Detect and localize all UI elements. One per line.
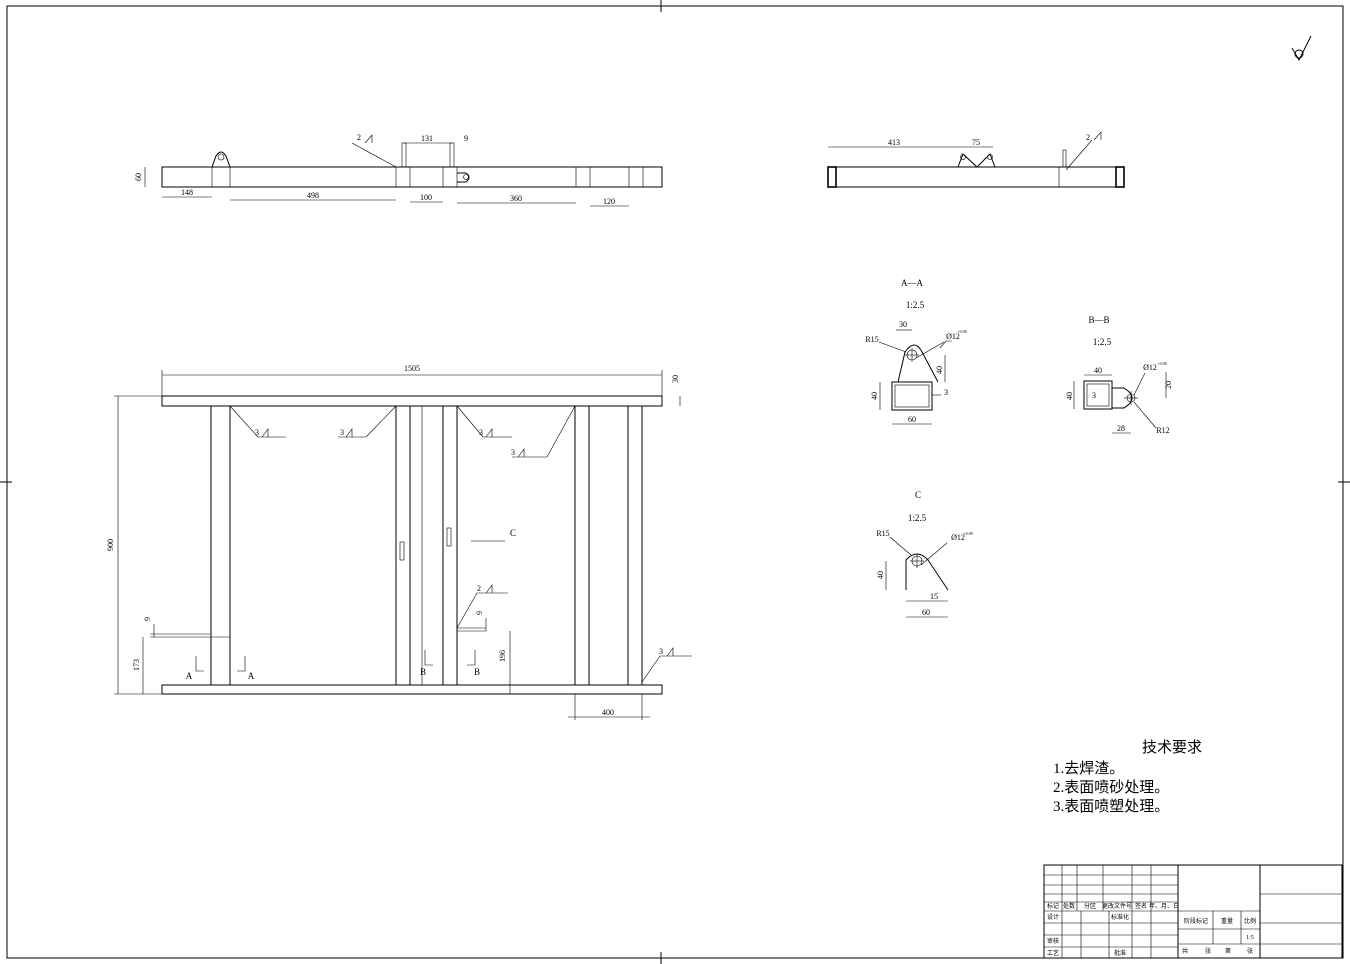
weld-front-4: 3 bbox=[511, 448, 515, 457]
section-a-a-title: A—A bbox=[901, 278, 923, 288]
dim-c-r15: R15 bbox=[876, 529, 889, 538]
dim-front-height: 900 bbox=[106, 539, 115, 551]
dim-c-15: 15 bbox=[930, 592, 938, 601]
tb-total: 共 bbox=[1182, 947, 1188, 955]
tb-zone: 分区 bbox=[1084, 902, 1096, 910]
section-a-a-scale: 1:2.5 bbox=[906, 300, 925, 310]
dim-top-498: 498 bbox=[307, 191, 319, 200]
weld-front-2: 3 bbox=[340, 428, 344, 437]
dim-bb-20: 20 bbox=[1164, 381, 1173, 389]
surface-finish-icon bbox=[1291, 35, 1312, 62]
detail-c: C 1:2.5 R15 Ø12 +0.08 40 15 60 bbox=[876, 490, 973, 618]
dim-top-131: 131 bbox=[421, 134, 433, 143]
weld-front-5: 2 bbox=[477, 584, 481, 593]
section-b-b-scale: 1:2.5 bbox=[1093, 337, 1112, 347]
dim-front-top-thickness: 30 bbox=[671, 375, 680, 383]
label-c: C bbox=[510, 528, 516, 538]
dim-front-left-173: 173 bbox=[132, 659, 141, 671]
dim-aa-tol: +0.08 bbox=[957, 329, 966, 334]
dim-bb-3: 3 bbox=[1092, 391, 1096, 400]
tb-count: 处数 bbox=[1063, 902, 1075, 910]
dim-bb-40-top: 40 bbox=[1094, 366, 1102, 375]
tb-review: 审核 bbox=[1047, 937, 1059, 945]
requirements-title: 技术要求 bbox=[1142, 739, 1202, 756]
side-view: 413 75 2 bbox=[827, 131, 1125, 188]
dim-front-mid-9: 9 bbox=[475, 611, 484, 615]
tb-approve: 批准 bbox=[1114, 949, 1126, 957]
dim-aa-30: 30 bbox=[899, 320, 907, 329]
tb-ratio: 比例 bbox=[1244, 917, 1256, 925]
dim-bb-40-side: 40 bbox=[1065, 392, 1074, 400]
section-b-b: B—B 1:2.5 40 Ø12 +0.08 20 40 3 28 R12 bbox=[1065, 315, 1173, 435]
dim-front-width: 1505 bbox=[404, 364, 420, 373]
weld-side: 2 bbox=[1086, 133, 1090, 142]
requirement-item: 2.表面喷砂处理。 bbox=[1053, 779, 1169, 796]
tb-stage: 阶段标记 bbox=[1184, 917, 1208, 925]
label-b-right: B bbox=[474, 667, 480, 677]
dim-aa-dia: Ø12 bbox=[946, 332, 960, 341]
dim-bb-tol: +0.08 bbox=[1157, 361, 1166, 366]
dim-c-60: 60 bbox=[922, 608, 930, 617]
requirement-item: 3.表面喷塑处理。 bbox=[1053, 798, 1169, 815]
label-a-right: A bbox=[248, 671, 255, 681]
weld-front-1: 3 bbox=[255, 428, 259, 437]
tb-weight: 重量 bbox=[1221, 917, 1233, 925]
dim-front-bottom-400: 400 bbox=[602, 708, 614, 717]
dim-aa-40-lower: 40 bbox=[870, 392, 879, 400]
dim-bb-28: 28 bbox=[1117, 424, 1125, 433]
front-view: 3 3 3 3 2 3 C A A B B 1505 bbox=[106, 364, 692, 720]
dim-c-dia: Ø12 bbox=[951, 533, 965, 542]
technical-requirements: 技术要求 1.去焊渣。 2.表面喷砂处理。 3.表面喷塑处理。 bbox=[1053, 739, 1202, 815]
tb-process: 工艺 bbox=[1047, 949, 1059, 957]
dim-aa-60: 60 bbox=[908, 415, 916, 424]
dim-top-9: 9 bbox=[464, 134, 468, 143]
tb-sheet: 张 bbox=[1205, 947, 1211, 955]
dim-c-40: 40 bbox=[876, 571, 885, 579]
tb-doc-no: 更改文件号 bbox=[1102, 902, 1132, 910]
tb-page: 第 bbox=[1225, 947, 1231, 955]
requirement-item: 1.去焊渣。 bbox=[1053, 760, 1124, 777]
dim-bb-r12: R12 bbox=[1156, 426, 1169, 435]
label-a-left: A bbox=[186, 671, 193, 681]
section-b-b-title: B—B bbox=[1088, 315, 1109, 325]
weld-top: 2 bbox=[357, 133, 361, 142]
tb-page-sheet: 张 bbox=[1247, 947, 1253, 955]
dim-top-148: 148 bbox=[181, 188, 193, 197]
detail-c-title: C bbox=[915, 490, 921, 500]
title-block: 标记 处数 分区 更改文件号 签名 年、月、日 设计 标准化 阶段标记 重量 比… bbox=[1043, 864, 1343, 959]
tb-standard: 标准化 bbox=[1111, 913, 1129, 921]
weld-front-3: 3 bbox=[479, 428, 483, 437]
dim-c-tol: +0.08 bbox=[963, 531, 972, 536]
section-a-a: A—A 1:2.5 R15 30 Ø12 +0.08 40 40 3 60 bbox=[865, 278, 967, 425]
dim-aa-40-upper: 40 bbox=[935, 366, 944, 374]
dim-bb-dia: Ø12 bbox=[1143, 363, 1157, 372]
dim-aa-r15: R15 bbox=[865, 335, 878, 344]
dim-aa-3: 3 bbox=[944, 388, 948, 397]
tb-date: 年、月、日 bbox=[1149, 902, 1179, 910]
label-b-left: B bbox=[420, 667, 426, 677]
dim-top-120: 120 bbox=[603, 197, 615, 206]
dim-side-75: 75 bbox=[972, 138, 980, 147]
detail-c-scale: 1:2.5 bbox=[908, 513, 927, 523]
weld-front-6: 3 bbox=[659, 647, 663, 656]
dim-top-100: 100 bbox=[420, 193, 432, 202]
dim-top-height: 60 bbox=[134, 173, 143, 181]
tb-mark: 标记 bbox=[1047, 902, 1059, 910]
dim-side-413: 413 bbox=[888, 138, 900, 147]
dim-top-360: 360 bbox=[510, 194, 522, 203]
tb-scale-value: 1:5 bbox=[1246, 935, 1254, 941]
dim-front-mid-196: 196 bbox=[498, 650, 507, 662]
tb-design: 设计 bbox=[1047, 913, 1059, 921]
tb-sign: 签名 bbox=[1135, 902, 1147, 910]
dim-front-left-9: 9 bbox=[143, 617, 152, 621]
top-view: 60 148 498 100 360 120 131 9 2 bbox=[134, 133, 663, 207]
